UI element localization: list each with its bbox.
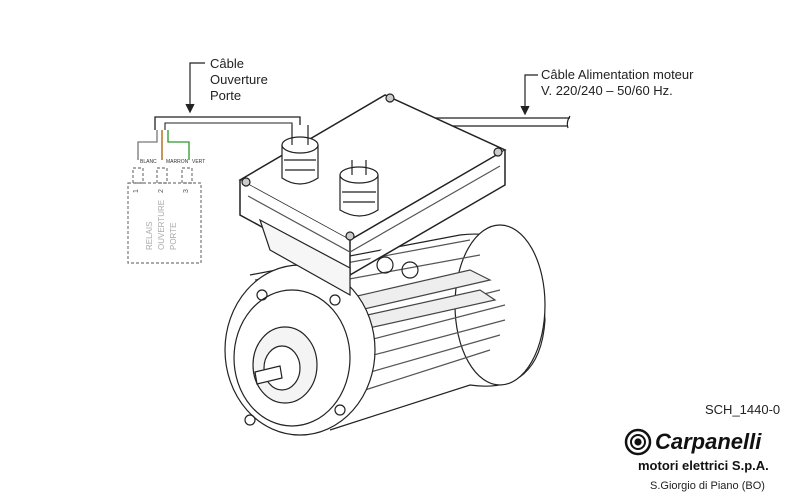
power-cable-label-line1: Câble Alimentation moteur <box>541 67 694 82</box>
motor-flange <box>224 264 376 436</box>
terminal-2: 2 <box>158 189 165 193</box>
door-cable-label: Câble Ouverture Porte <box>210 56 268 104</box>
terminal-box <box>238 93 507 297</box>
leader-power-cable <box>524 74 538 112</box>
power-cable-label: Câble Alimentation moteur V. 220/240 – 5… <box>541 67 693 99</box>
terminal-3: 3 <box>183 189 190 193</box>
carpanelli-logo-icon <box>624 428 652 456</box>
wire-label-marron: MARRON <box>166 159 189 165</box>
arrow-power <box>520 105 530 116</box>
leader-door-cable <box>189 62 205 110</box>
company-brand: Carpanelli <box>655 429 762 454</box>
wire-label-vert: VERT <box>192 159 206 165</box>
wire-label-blanc: BLANC <box>140 159 157 165</box>
drawing-code: SCH_1440-0 <box>705 402 781 417</box>
power-cable-label-line2: V. 220/240 – 50/60 Hz. <box>541 83 673 98</box>
door-cable-label-line3: Porte <box>210 88 242 103</box>
relay-box <box>127 167 202 264</box>
cable-gland-power <box>339 160 379 217</box>
wire-vert <box>167 130 190 160</box>
door-cable-label-line1: Câble <box>210 56 244 71</box>
relay-text-1: RELAIS <box>145 221 154 250</box>
company-name: motori elettrici S.p.A. <box>638 458 769 473</box>
door-cable <box>154 116 301 130</box>
wire-blanc <box>137 130 158 160</box>
relay-text-2: OUVERTURE <box>157 199 166 250</box>
door-cable-label-line2: Ouverture <box>210 72 268 87</box>
relay-text-3: PORTE <box>169 222 178 250</box>
arrow-door <box>185 103 195 114</box>
company-location: S.Giorgio di Piano (BO) <box>650 480 765 492</box>
terminal-1: 1 <box>133 189 140 193</box>
cable-gland-door <box>281 125 319 185</box>
